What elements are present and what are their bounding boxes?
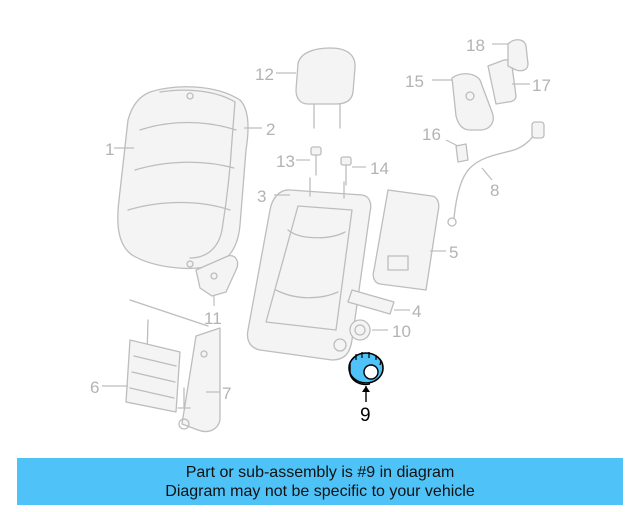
- side-bracket[interactable]: [195, 255, 239, 297]
- lever-housing[interactable]: [451, 73, 494, 131]
- headrest[interactable]: [295, 47, 356, 129]
- lumbar-support[interactable]: [125, 299, 209, 413]
- leader-8: [481, 167, 493, 181]
- callout-1[interactable]: 1: [105, 140, 114, 159]
- seat-back-cushion[interactable]: [117, 86, 249, 269]
- banner-line-1: Part or sub-assembly is #9 in diagram: [185, 463, 455, 481]
- callout-6[interactable]: 6: [90, 378, 99, 397]
- callout-5[interactable]: 5: [449, 243, 458, 262]
- callout-9[interactable]: 9: [360, 405, 371, 426]
- callout-12[interactable]: 12: [255, 65, 274, 84]
- clip[interactable]: [455, 143, 469, 163]
- cross-bar[interactable]: [347, 289, 395, 315]
- side-plate[interactable]: [177, 327, 221, 433]
- parts-diagram: 1 2 12 13 14 3 11 4: [90, 36, 551, 433]
- callout-18[interactable]: 18: [466, 36, 485, 55]
- headrest-guide-left[interactable]: [310, 146, 322, 176]
- callout-11[interactable]: 11: [204, 309, 222, 328]
- callout-4[interactable]: 4: [412, 302, 421, 321]
- leader-16: [445, 139, 459, 147]
- headrest-guide-right[interactable]: [340, 156, 352, 186]
- callout-2[interactable]: 2: [266, 120, 275, 139]
- recliner-handwheel[interactable]: [348, 352, 384, 386]
- callout-3[interactable]: 3: [257, 187, 266, 206]
- callout-7[interactable]: 7: [222, 384, 231, 403]
- leader-9-arrow: [362, 386, 370, 392]
- release-cable[interactable]: [447, 121, 545, 227]
- callout-8[interactable]: 8: [490, 181, 499, 200]
- callout-10[interactable]: 10: [392, 322, 411, 341]
- callout-17[interactable]: 17: [532, 76, 551, 95]
- callout-16[interactable]: 16: [422, 125, 441, 144]
- callout-15[interactable]: 15: [405, 72, 424, 91]
- info-banner: Part or sub-assembly is #9 in diagram Di…: [17, 458, 623, 505]
- seat-back-frame[interactable]: [246, 177, 372, 361]
- banner-line-2: Diagram may not be specific to your vehi…: [165, 482, 475, 500]
- callout-14[interactable]: 14: [370, 159, 389, 178]
- callout-13[interactable]: 13: [276, 152, 295, 171]
- lever-cover[interactable]: [487, 59, 517, 105]
- recliner-knob-small[interactable]: [349, 319, 371, 341]
- back-panel[interactable]: [372, 189, 440, 291]
- lever-handle[interactable]: [507, 39, 529, 72]
